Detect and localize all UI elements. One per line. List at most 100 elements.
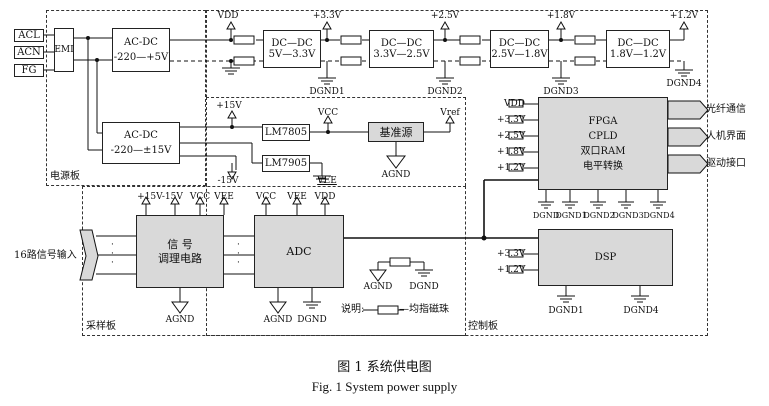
lm7905-label: LM7905 <box>264 158 308 169</box>
fpga-gnd-dgnd1: DGND1 <box>555 211 587 220</box>
dcdc-3v3-2v5: DC—DC 3.3V—2.5V <box>369 30 434 68</box>
adc-block: ADC <box>254 215 344 288</box>
output-drive-interface: 驱动接口 <box>706 158 746 169</box>
rail-vdd: VDD <box>217 11 239 21</box>
rail-1v2: +1.2V <box>669 11 699 21</box>
gnd-dgnd2: DGND2 <box>427 87 463 97</box>
signal-dots-in: · · · <box>111 240 114 268</box>
dcdc-1-line2: 5V—3.3V <box>268 49 316 60</box>
adc-rail-vcc: VCC <box>255 192 277 202</box>
label-p15v: +15V <box>216 101 242 111</box>
signal-input-arrow <box>79 229 99 281</box>
adc-rail-vdd: VDD <box>314 192 336 202</box>
dsp-label: DSP <box>594 252 617 263</box>
fpga-in-vdd: VDD <box>504 99 525 109</box>
label-vref: Vref <box>440 108 460 118</box>
sample-board-outline <box>82 186 466 336</box>
cond-agnd: AGND <box>165 315 195 325</box>
adc-rail-vee: VEE <box>287 192 307 202</box>
fpga-gnd-dgnd4: DGND4 <box>643 211 675 220</box>
rail-3v3: +3.3V <box>312 11 342 21</box>
cond-rail-vee: VEE <box>214 192 234 202</box>
power-board-label: 电源板 <box>50 171 80 182</box>
voltage-reference-label: 基准源 <box>379 125 413 139</box>
dcdc-1v8-1v2: DC—DC 1.8V—1.2V <box>606 30 670 68</box>
fpga-in-3v3: +3.3V <box>497 115 526 125</box>
output-hmi: 人机界面 <box>706 131 746 142</box>
cond-rail-pm15: +15V-15V <box>137 192 183 202</box>
signal-input-label: 16路信号输入 <box>14 250 77 261</box>
fpga-line-3: 双口RAM <box>580 145 626 157</box>
fpga-line-4: 电平转换 <box>583 160 623 172</box>
gnd-dgnd1: DGND1 <box>309 87 345 97</box>
fpga-line-1: FPGA <box>588 115 618 127</box>
output-fiber-comm: 光纤通信 <box>706 104 746 115</box>
input-acl: ACL <box>14 29 44 42</box>
label-vcc-reg: VCC <box>317 108 339 118</box>
dcdc-4-line1: DC—DC <box>617 38 659 49</box>
dcdc-3-line2: 2.5V—1.8V <box>491 49 548 60</box>
input-fg: FG <box>14 64 44 77</box>
dsp-in-1v2: +1.2V <box>497 265 526 275</box>
emi-filter: EMI <box>54 28 74 72</box>
figure-caption-en: Fig. 1 System power supply <box>311 379 458 394</box>
fpga-gnd-dgnd2: DGND2 <box>583 211 615 220</box>
signal-conditioning-block: 信 号 调理电路 <box>136 215 224 288</box>
power-board-outline <box>46 10 206 186</box>
acdc-5v-line1: AC-DC <box>124 37 158 48</box>
gnd-dgnd3: DGND3 <box>543 87 579 97</box>
fpga-in-1v2: +1.2V <box>497 163 526 173</box>
input-fg-label: FG <box>21 65 37 76</box>
label-agnd-ref: AGND <box>381 170 411 180</box>
acdc-15v-line1: AC-DC <box>124 130 158 141</box>
legend-text: —均指磁珠 <box>399 304 449 315</box>
gnd-dgnd4: DGND4 <box>666 79 702 89</box>
fpga-in-1v8: +1.8V <box>497 147 526 157</box>
fpga-in-2v5: +2.5V <box>497 131 526 141</box>
legend-dgnd: DGND <box>409 282 439 292</box>
lm7805-label: LM7805 <box>264 127 308 138</box>
rail-1v8: +1.8V <box>546 11 576 21</box>
dcdc-2-line1: DC—DC <box>380 38 423 49</box>
input-acn-label: ACN <box>17 47 41 58</box>
ground-symbols <box>222 67 693 309</box>
dcdc-1-line1: DC—DC <box>271 38 313 49</box>
legend-agnd: AGND <box>363 282 393 292</box>
legend-label: 说明: <box>341 304 365 315</box>
fpga-gnd-dgnd3: DGND3 <box>612 211 644 220</box>
adc-dgnd: DGND <box>297 315 327 325</box>
figure-caption-cn: 图 1 系统供电图 <box>337 360 432 375</box>
dcdc-4-line2: 1.8V—1.2V <box>609 49 667 60</box>
dcdc-5-3v3: DC—DC 5V—3.3V <box>263 30 321 68</box>
signal-conditioning-line1: 信 号 <box>167 237 193 251</box>
acdc-5v-block: AC-DC -220—+5V <box>112 28 170 72</box>
dcdc-2-line2: 3.3V—2.5V <box>373 49 430 60</box>
dsp-gnd-dgnd4: DGND4 <box>623 306 659 316</box>
input-acn: ACN <box>14 46 44 59</box>
fpga-block: FPGA CPLD 双口RAM 电平转换 <box>538 97 668 190</box>
sample-board-label: 采样板 <box>86 321 116 332</box>
ferrite-beads <box>233 35 596 315</box>
voltage-reference-block: 基准源 <box>368 122 424 142</box>
fpga-line-2: CPLD <box>588 130 618 142</box>
acdc-15v-line2: -220—±15V <box>110 145 172 156</box>
control-board-label: 控制板 <box>468 321 498 332</box>
acdc-15v-block: AC-DC -220—±15V <box>102 122 180 164</box>
label-m15v: -15V <box>217 176 239 186</box>
emi-label: EMI <box>54 44 74 55</box>
cond-rail-vcc: VCC <box>189 192 211 202</box>
lm7805-block: LM7805 <box>262 124 310 141</box>
dsp-block: DSP <box>538 229 673 286</box>
signal-conditioning-line2: 调理电路 <box>158 251 202 265</box>
label-vee-reg: VEE <box>317 176 337 186</box>
dcdc-2v5-1v8: DC—DC 2.5V—1.8V <box>490 30 549 68</box>
rail-2v5: +2.5V <box>430 11 460 21</box>
input-acl-label: ACL <box>18 30 40 41</box>
lm7905-block: LM7905 <box>262 155 310 172</box>
dcdc-3-line1: DC—DC <box>498 38 541 49</box>
dsp-in-3v3: +3.3V <box>497 249 526 259</box>
adc-agnd: AGND <box>263 315 293 325</box>
signal-dots-out: · · · <box>237 240 240 268</box>
fpga-gnd-dgnd: DGND <box>532 211 560 220</box>
